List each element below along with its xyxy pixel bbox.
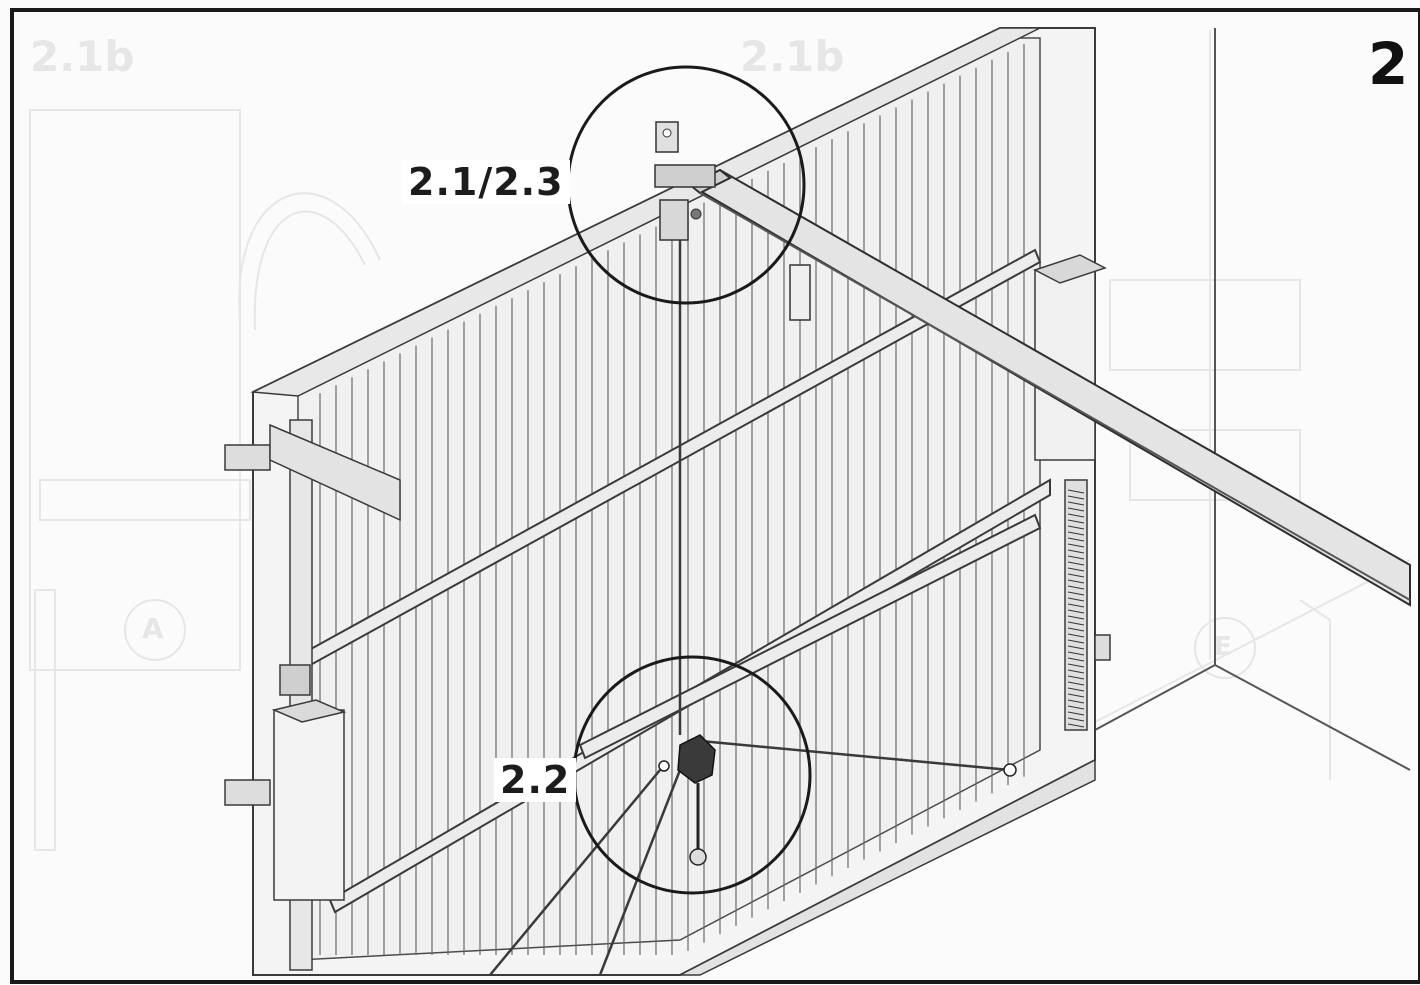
spring-coil	[1067, 669, 1085, 674]
spring-coil	[1067, 567, 1085, 572]
spring-coil	[1067, 657, 1085, 662]
spring-coil	[1067, 543, 1085, 548]
spring-coil	[1067, 579, 1085, 584]
left-rail	[224, 419, 401, 971]
spring-coil	[1067, 525, 1085, 530]
spring-coil	[1067, 651, 1085, 656]
spring-coil	[1067, 717, 1085, 722]
spring-coil	[1067, 549, 1085, 554]
spring-coil	[1067, 609, 1085, 614]
ghost-label-2-1b-right: 2.1b	[740, 32, 845, 81]
spring-coil	[1067, 555, 1085, 560]
spring-coil	[1067, 597, 1085, 602]
spring-coil	[1067, 687, 1085, 692]
spring-coil	[1067, 513, 1085, 518]
spring-coil	[1067, 495, 1085, 500]
spring-coil	[1067, 639, 1085, 644]
cables	[489, 235, 1011, 976]
spring-coil	[1067, 723, 1085, 728]
spring-coil	[1067, 675, 1085, 680]
spring-coil	[1067, 615, 1085, 620]
spring-coil	[1067, 705, 1085, 710]
spring-coil	[1067, 537, 1085, 542]
page-border	[10, 8, 1420, 984]
spring-coil	[1067, 681, 1085, 686]
spring-coil	[1067, 591, 1085, 596]
spring-coil	[1067, 699, 1085, 704]
spring-coil	[1067, 507, 1085, 512]
spring-coil	[1067, 645, 1085, 650]
spring-coil	[1067, 633, 1085, 638]
spring-coil	[1067, 663, 1085, 668]
ghost-label-a: A	[142, 612, 164, 645]
callout-label-2-1-2-3: 2.1/2.3	[402, 160, 570, 204]
spring-coil	[1067, 603, 1085, 608]
spring-coil	[1067, 519, 1085, 524]
spring-coil	[1067, 585, 1085, 590]
tension-spring	[1067, 489, 1085, 728]
ghost-label-2-1b-left: 2.1b	[30, 32, 135, 81]
spring-coil	[1067, 561, 1085, 566]
spring-coil	[1067, 621, 1085, 626]
wall-lines	[1094, 28, 1411, 771]
spring-coil	[1067, 627, 1085, 632]
door-braces	[298, 248, 1051, 914]
spring-coil	[1067, 531, 1085, 536]
step-number: 2	[1368, 30, 1409, 98]
spring-coil	[1067, 501, 1085, 506]
spring-coil	[1067, 489, 1085, 494]
callout-label-2-2: 2.2	[494, 758, 577, 802]
spring-coil	[1067, 573, 1085, 578]
ghost-label-e: E	[1214, 632, 1232, 662]
spring-coil	[1067, 711, 1085, 716]
spring-coil	[1067, 693, 1085, 698]
